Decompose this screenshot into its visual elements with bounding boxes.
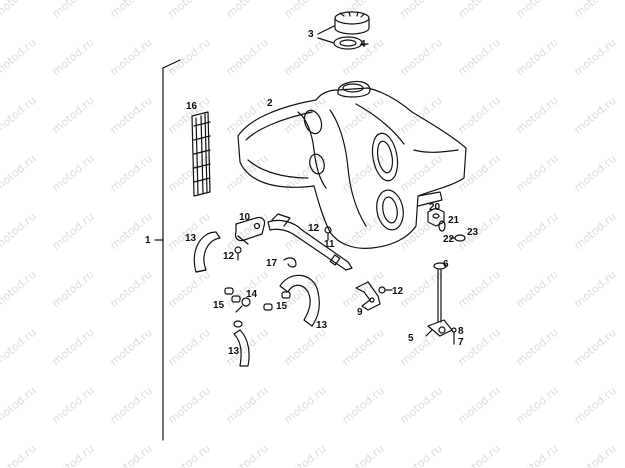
- hose-clamp-a: [224, 287, 241, 303]
- screw-a: [234, 246, 242, 261]
- callout-20: 20: [429, 202, 441, 213]
- callout-10: 10: [239, 212, 251, 223]
- callout-23: 23: [467, 227, 479, 238]
- fuel-cap: [317, 11, 370, 35]
- callout-22: 22: [443, 234, 455, 245]
- hose-lower: [233, 320, 250, 367]
- screw-b: [324, 226, 332, 241]
- hose-fitting: [235, 297, 251, 313]
- screw-c: [378, 286, 393, 294]
- callout-7: 7: [458, 337, 464, 348]
- callout-15b: 15: [276, 301, 288, 312]
- hose-upper: [193, 231, 221, 273]
- callout-8: 8: [458, 326, 464, 337]
- callout-5: 5: [408, 333, 414, 344]
- callout-15a: 15: [213, 300, 225, 311]
- callout-2: 2: [267, 98, 273, 109]
- callout-14: 14: [246, 289, 258, 300]
- callout-16: 16: [186, 101, 198, 112]
- callout-4: 4: [360, 39, 366, 50]
- seal-ring: [438, 220, 446, 232]
- hose-clamp-b: [263, 291, 291, 311]
- callout-12a: 12: [308, 223, 320, 234]
- callout-13a: 13: [185, 233, 197, 244]
- callout-21: 21: [448, 215, 460, 226]
- assembly-bracket: [154, 59, 181, 441]
- callout-6: 6: [443, 259, 449, 270]
- callout-13c: 13: [228, 346, 240, 357]
- callout-3: 3: [308, 29, 314, 40]
- callout-9: 9: [357, 307, 363, 318]
- wire-clip: [283, 257, 297, 268]
- callout-1: 1: [145, 235, 151, 246]
- foam-strip: [191, 111, 211, 197]
- hose-loop: [279, 274, 320, 327]
- rear-bracket: [355, 281, 381, 311]
- callout-12b: 12: [223, 251, 235, 262]
- callout-12c: 12: [392, 286, 404, 297]
- callout-13b: 13: [316, 320, 328, 331]
- fuel-tank: [237, 80, 467, 249]
- tap-screw: [451, 327, 457, 345]
- fuel-tap: [425, 262, 453, 337]
- callout-17: 17: [266, 258, 278, 269]
- callout-11: 11: [324, 239, 335, 250]
- drain-washer: [449, 234, 466, 242]
- support-bar: [267, 213, 353, 271]
- cap-gasket: [317, 36, 369, 50]
- mount-bracket: [234, 216, 266, 245]
